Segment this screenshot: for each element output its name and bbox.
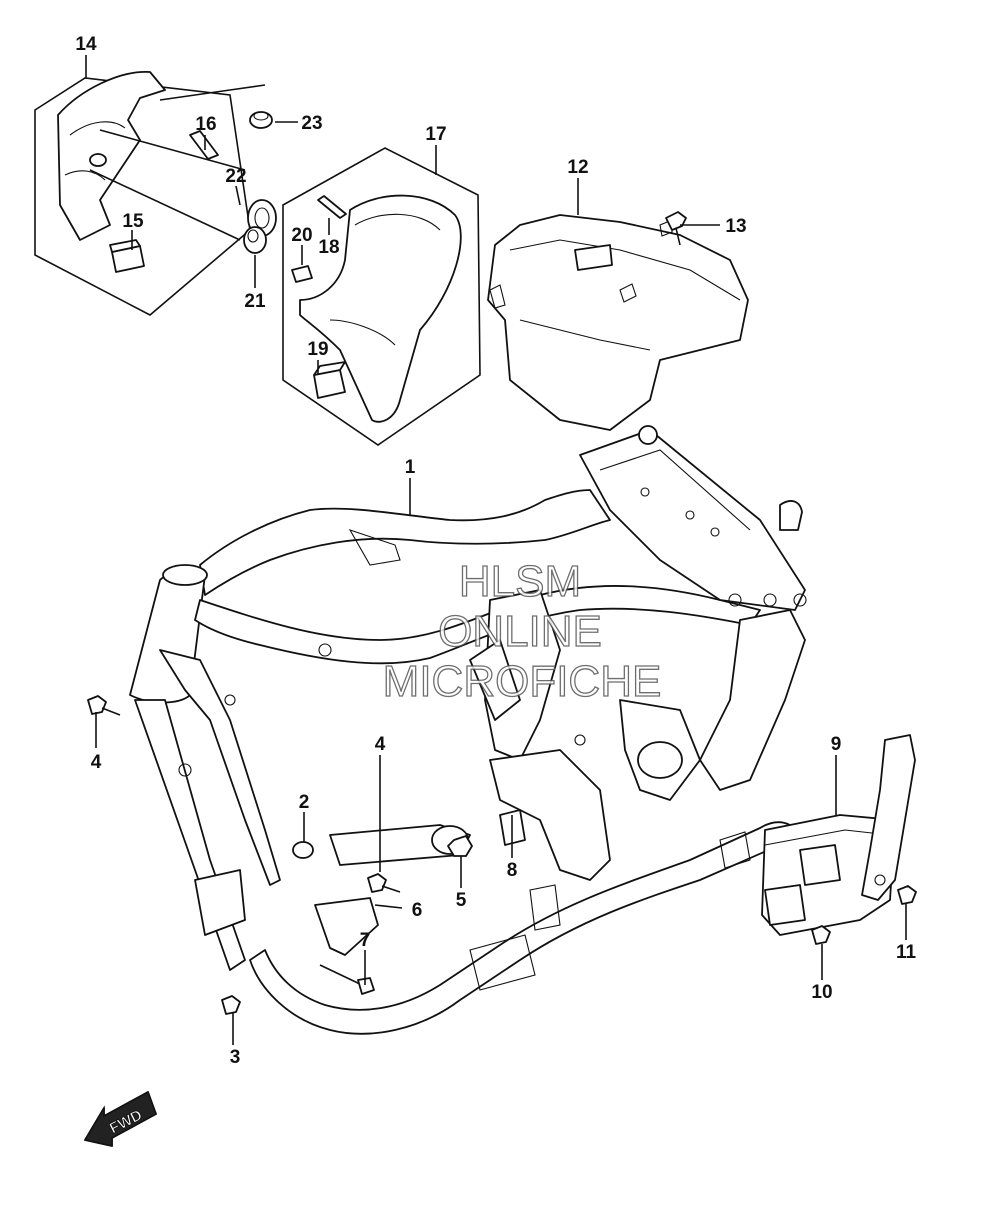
callout-11: 11 — [896, 942, 917, 963]
callout-12: 12 — [567, 157, 588, 178]
fwd-arrow-icon: FWD — [83, 1090, 157, 1147]
callout-3: 3 — [230, 1047, 241, 1068]
watermark-line-3: MICROFICHE — [383, 657, 662, 706]
callout-6: 6 — [412, 900, 423, 921]
ecm-bracket — [761, 734, 917, 945]
bolt-4-front — [87, 695, 121, 716]
callout-16: 16 — [195, 114, 216, 135]
watermark: HLSM ONLINE MICROFICHE — [382, 556, 662, 706]
callout-17: 17 — [425, 124, 446, 145]
side-cover-kit-group — [34, 71, 277, 316]
bolt-7 — [319, 964, 375, 995]
callout-1: 1 — [405, 457, 416, 478]
callout-22: 22 — [225, 166, 246, 187]
callout-7: 7 — [360, 930, 371, 951]
plug-2 — [292, 841, 314, 859]
callout-10: 10 — [811, 982, 832, 1003]
callout-21: 21 — [244, 291, 266, 312]
seat-cushion-group — [282, 147, 481, 446]
callout-4b: 4 — [375, 734, 386, 755]
callout-19: 19 — [307, 339, 328, 360]
battery-box — [487, 211, 749, 431]
watermark-line-2: ONLINE — [438, 607, 602, 656]
leader-lines — [85, 55, 907, 1045]
watermark-line-1: HLSM — [459, 557, 581, 606]
callout-5: 5 — [456, 890, 467, 911]
main-frame — [129, 425, 807, 1035]
nut-5 — [447, 835, 473, 857]
plate-6 — [314, 897, 379, 956]
callout-4a: 4 — [91, 752, 102, 773]
callout-23: 23 — [301, 113, 322, 134]
callout-20: 20 — [291, 225, 312, 246]
bolt-4-mid — [367, 873, 401, 893]
callout-18: 18 — [318, 237, 339, 258]
callout-8: 8 — [507, 860, 518, 881]
callouts: 1 2 3 4 4 5 6 7 8 9 10 11 12 13 14 15 16… — [75, 34, 916, 1068]
bolt-3 — [221, 995, 241, 1015]
callout-13: 13 — [725, 216, 746, 237]
callout-2: 2 — [299, 792, 310, 813]
callout-15: 15 — [122, 211, 144, 232]
callout-9: 9 — [831, 734, 842, 755]
callout-14: 14 — [75, 34, 97, 55]
